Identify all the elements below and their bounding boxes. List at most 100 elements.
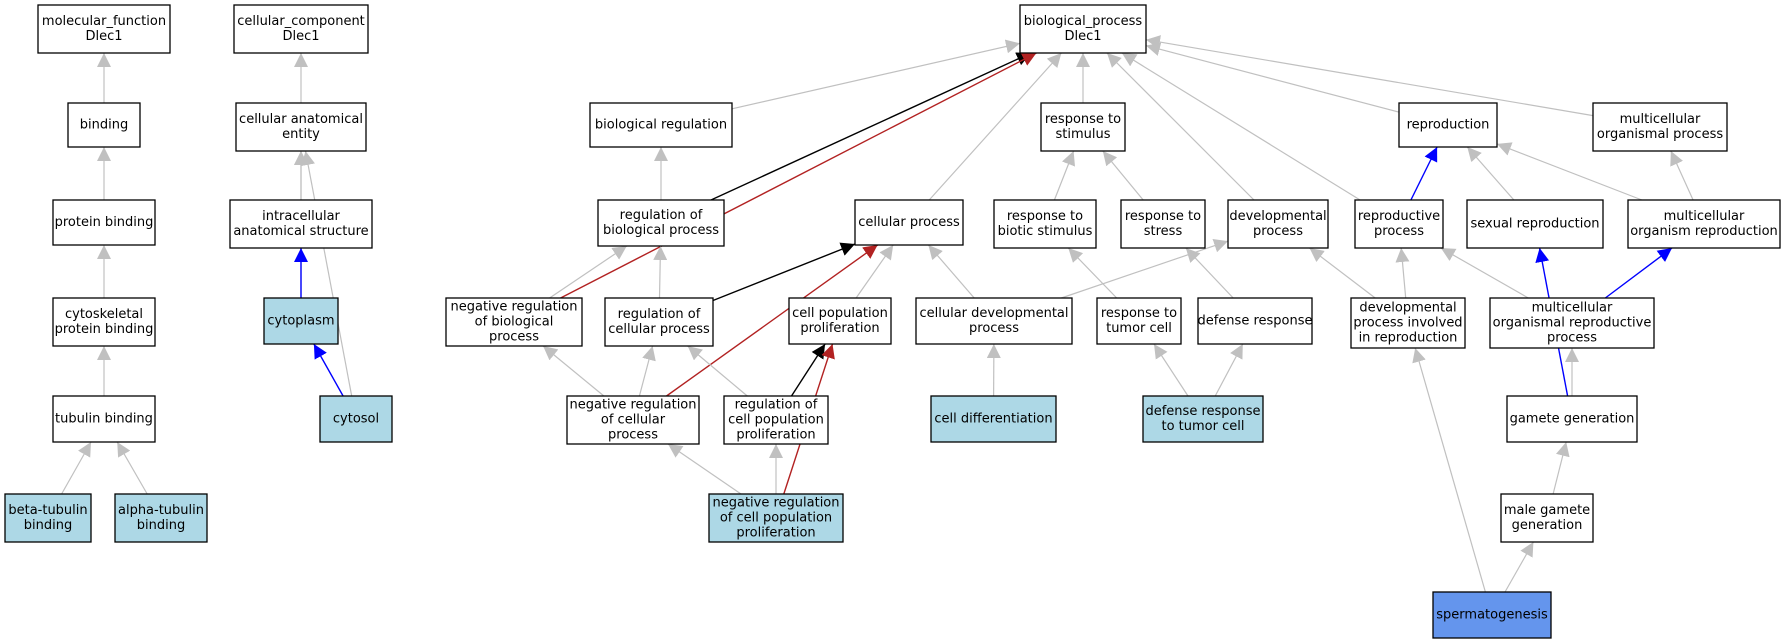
node-label: cytoskeletal xyxy=(65,307,143,322)
node-label: response to xyxy=(1125,209,1201,224)
node-label: regulation of xyxy=(735,398,818,413)
node-label: entity xyxy=(282,127,320,142)
node-label: organism reproduction xyxy=(1630,224,1778,239)
edge-repro_proc-to-reproduction xyxy=(1410,146,1438,201)
node-box xyxy=(589,102,733,148)
node-label: alpha-tubulin xyxy=(118,503,204,518)
node-box xyxy=(1120,199,1206,249)
node-cell-diff: cell differentiation xyxy=(930,395,1057,443)
node-label: protein binding xyxy=(55,322,154,337)
node-label: process xyxy=(1253,224,1303,239)
node-binding: binding xyxy=(67,102,141,148)
node-label: proliferation xyxy=(736,526,815,541)
node-label: negative regulation xyxy=(450,300,577,315)
node-box xyxy=(993,199,1097,249)
node-box xyxy=(114,493,208,543)
edge-beta_tubulin-to-tubulin xyxy=(61,441,92,495)
node-box xyxy=(1040,102,1126,152)
node-label: stress xyxy=(1144,224,1183,239)
node-label: response to xyxy=(1045,112,1121,127)
node-label: organismal reproductive xyxy=(1493,316,1652,331)
edge-neg_reg_cell-to-neg_reg_bio xyxy=(542,345,605,397)
node-box xyxy=(263,297,339,345)
node-label: protein binding xyxy=(55,215,154,230)
node-box xyxy=(854,199,964,246)
node-label: beta-tubulin xyxy=(8,503,87,518)
edge-mor-to-mop xyxy=(1670,150,1694,201)
node-label: multicellular xyxy=(1620,112,1701,127)
node-box xyxy=(788,297,892,345)
node-label: cellular developmental xyxy=(920,306,1069,321)
node-box xyxy=(915,297,1073,345)
edge-def_tumor-to-resp_tumor xyxy=(1153,343,1189,397)
edge-neg_reg_cell-to-cell_proc xyxy=(666,244,879,397)
node-label: gamete generation xyxy=(1510,412,1635,427)
edge-resp_stress-to-resp_stim xyxy=(1102,150,1144,201)
node-label: cellular process xyxy=(608,322,710,337)
node-label: tumor cell xyxy=(1106,321,1172,336)
node-box xyxy=(1500,493,1594,543)
node-label: biotic stimulus xyxy=(998,224,1093,239)
node-label: defense response xyxy=(1197,314,1312,329)
node-box xyxy=(1096,297,1182,345)
edge-mop-to-bp xyxy=(1145,35,1594,117)
edge-cell_dev-to-cell_proc xyxy=(927,244,975,299)
node-label: of cell population xyxy=(720,511,832,526)
node-box xyxy=(67,102,141,148)
node-box xyxy=(1506,395,1638,443)
edge-neg_reg_bio-to-bp xyxy=(560,52,1037,299)
node-box xyxy=(1432,591,1552,639)
edge-dev_repro-to-dev_proc xyxy=(1309,247,1376,299)
edge-repro_proc-to-bp xyxy=(1121,52,1361,201)
edge-alpha_tubulin-to-tubulin xyxy=(116,441,148,495)
node-box xyxy=(1227,199,1329,249)
node-tubulin: tubulin binding xyxy=(52,395,156,443)
node-label: negative regulation xyxy=(712,496,839,511)
node-protein-binding: protein binding xyxy=(52,199,156,246)
node-label: intracellular xyxy=(262,209,340,224)
node-box xyxy=(1142,395,1264,443)
edge-cell_proc-to-bp xyxy=(928,52,1062,201)
node-label: multicellular xyxy=(1664,209,1745,224)
edge-def_tumor-to-def_resp xyxy=(1214,343,1244,397)
edge-dev_repro-to-repro_proc xyxy=(1395,247,1410,299)
edge-layer xyxy=(61,35,1694,593)
edge-reg_cell_pop-to-cell_pop xyxy=(790,343,826,397)
node-label: developmental xyxy=(1229,209,1326,224)
node-reproduction: reproduction xyxy=(1398,102,1498,148)
node-label: male gamete xyxy=(1504,503,1590,518)
edge-reg_cell-to-cell_proc xyxy=(712,242,856,302)
node-label: regulation of xyxy=(620,208,703,223)
node-label: spermatogenesis xyxy=(1436,608,1548,623)
edge-morp-to-mor xyxy=(1604,247,1673,299)
node-box xyxy=(37,4,171,54)
edge-dev_proc-to-bp xyxy=(1106,52,1255,201)
node-label: cell differentiation xyxy=(934,412,1052,427)
edge-cytosol-to-cytoplasm xyxy=(313,343,344,397)
node-label: developmental xyxy=(1359,301,1456,316)
node-box xyxy=(1466,199,1604,249)
node-box xyxy=(445,297,583,347)
node-label: cell population xyxy=(728,413,824,428)
node-box xyxy=(52,297,156,347)
